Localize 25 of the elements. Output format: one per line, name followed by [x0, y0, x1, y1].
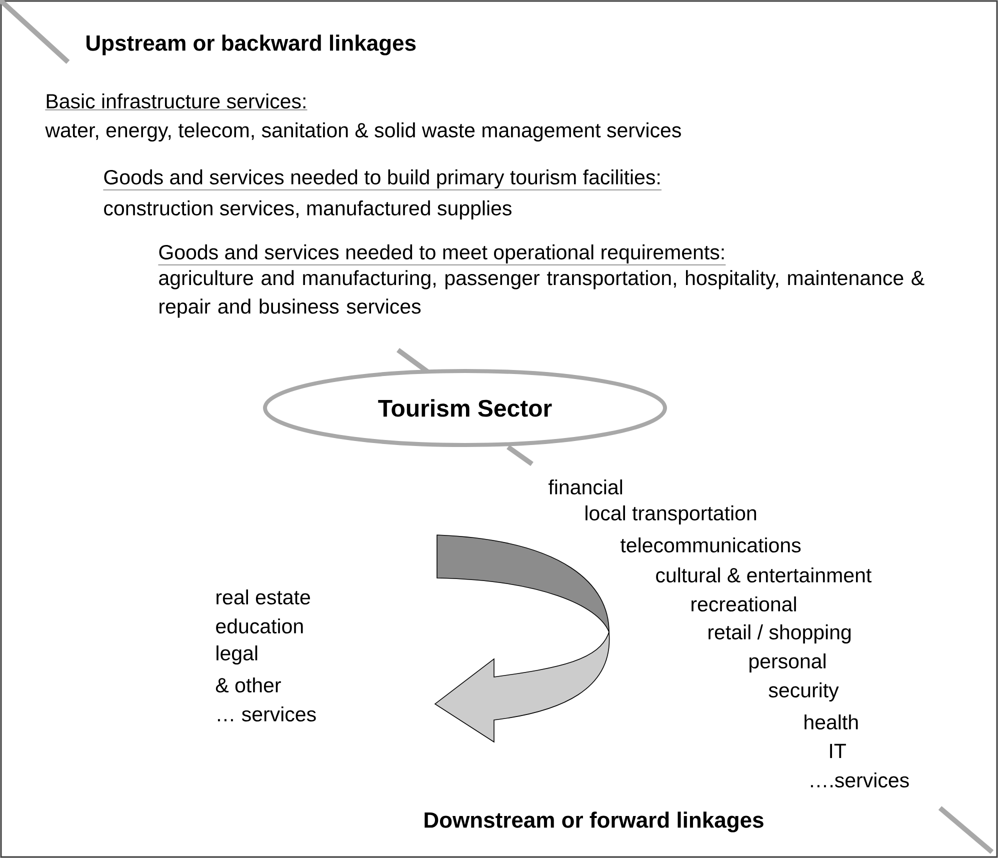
list-item: telecommunications	[620, 537, 801, 553]
list-item: cultural & entertainment	[656, 567, 872, 583]
list-item: legal	[216, 645, 258, 665]
list-item: real estate	[216, 589, 310, 605]
list-item: recreational	[692, 596, 796, 612]
category-heading: Goods and services needed to build primary tourism facilities:	[103, 169, 662, 190]
list-item: health	[804, 714, 858, 730]
list-item: … services	[218, 706, 316, 722]
section-heading: Downstream or forward linkages	[424, 812, 764, 832]
list-item: construction services, manufactured supplies	[104, 200, 512, 220]
list-item: local transportation	[586, 505, 756, 525]
list-item: water, energy, telecom, sanitation & solid waste management services	[45, 122, 681, 142]
list-item: IT	[830, 744, 846, 758]
list-item: education	[216, 618, 303, 634]
category-heading: Goods and services needed to meet operational requirements:	[158, 244, 726, 266]
list-item: retail / shopping	[708, 624, 851, 644]
ellipse-node: Tourism Sector	[263, 368, 667, 447]
list-item: financial	[548, 479, 622, 495]
section-heading: Upstream or backward linkages	[86, 34, 416, 56]
list-item: personal	[750, 653, 826, 673]
list-item: agriculture and manufacturing, passenger transportation, hospitality, maintenance & repair and business services	[159, 270, 924, 318]
list-item: ….services	[810, 772, 909, 788]
category-heading: Basic infrastructure services:	[45, 93, 308, 110]
list-item: security	[768, 682, 839, 702]
list-item: & other	[216, 677, 281, 693]
